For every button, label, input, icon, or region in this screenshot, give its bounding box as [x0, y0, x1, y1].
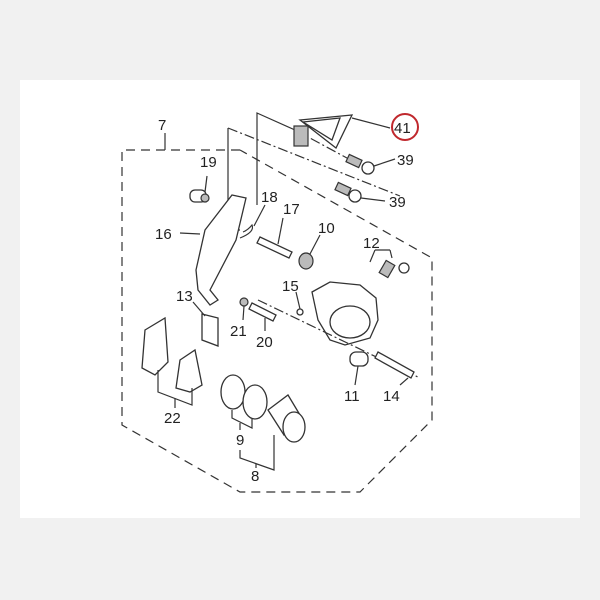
label-7: 7: [158, 117, 166, 134]
label-11[interactable]: 11: [344, 388, 360, 405]
part-8-piston[interactable]: [239, 394, 306, 471]
label-13[interactable]: 13: [176, 288, 193, 305]
label-20[interactable]: 20: [256, 334, 273, 351]
leader-15: [295, 291, 301, 310]
part-22-brake-pads[interactable]: [141, 316, 203, 408]
part-18-clip[interactable]: [239, 204, 266, 239]
part-15-seal[interactable]: [296, 308, 304, 316]
part-16-bracket[interactable]: [179, 194, 247, 306]
label-8[interactable]: 8: [251, 468, 259, 485]
part-9-piston-seals[interactable]: [220, 374, 268, 430]
label-16[interactable]: 16: [155, 226, 172, 243]
label-39[interactable]: 39: [397, 152, 414, 169]
label-15[interactable]: 15: [282, 278, 299, 295]
diagram-card: [20, 80, 580, 518]
guide-line: [256, 112, 296, 205]
label-41[interactable]: 41: [394, 120, 411, 137]
part-12-bleed-screw[interactable]: [369, 249, 410, 279]
guide-line: [227, 127, 401, 197]
part-19-pin[interactable]: [189, 175, 210, 203]
label-18[interactable]: 18: [261, 189, 278, 206]
assembly-boundary: [121, 149, 433, 493]
part-17-bolt[interactable]: [256, 217, 293, 259]
part-14-pin[interactable]: [374, 351, 415, 386]
part-21-washer[interactable]: [239, 297, 249, 307]
part-10-boot[interactable]: [298, 234, 321, 270]
label-22[interactable]: 22: [164, 410, 181, 427]
label-21[interactable]: 21: [230, 323, 247, 340]
label-9[interactable]: 9: [236, 432, 244, 449]
label-17[interactable]: 17: [283, 201, 300, 218]
part-39-bolt[interactable]: [334, 181, 386, 203]
part-39-bolt[interactable]: [345, 153, 396, 175]
leader-21: [242, 305, 245, 321]
label-12[interactable]: 12: [363, 235, 380, 252]
highlight-circle: [391, 113, 419, 141]
label-19[interactable]: 19: [200, 154, 217, 171]
part-13-spring[interactable]: [192, 301, 219, 347]
label-39[interactable]: 39: [389, 194, 406, 211]
label-10[interactable]: 10: [318, 220, 335, 237]
part-20-bolt[interactable]: [248, 302, 277, 331]
leader-11: [354, 365, 359, 386]
label-14[interactable]: 14: [383, 388, 400, 405]
part-41-bracket[interactable]: [293, 114, 391, 150]
